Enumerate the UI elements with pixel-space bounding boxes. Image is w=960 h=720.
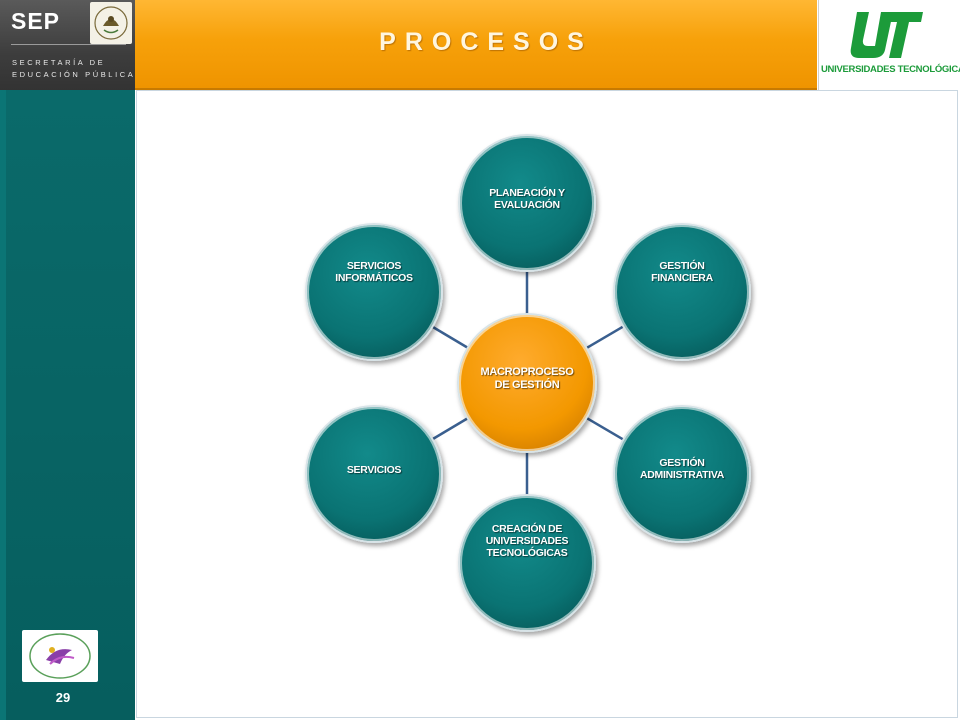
process-node-label: GESTIÓN ADMINISTRATIVA <box>639 457 725 481</box>
institution-badge-icon <box>22 630 98 682</box>
mexico-seal-icon <box>90 2 132 44</box>
title-bar: PROCESOS <box>135 0 817 90</box>
process-node-label: GESTIÓN FINANCIERA <box>651 260 713 284</box>
center-node-circle <box>457 313 597 453</box>
center-node-label: MACROPROCESO DE GESTIÓN <box>480 366 574 391</box>
page-title: PROCESOS <box>379 28 593 56</box>
sidebar-stripe <box>0 90 6 720</box>
left-sidebar: 29 <box>0 90 135 720</box>
content-frame: PLANEACIÓN Y EVALUACIÓN GESTIÓN FINANCIER… <box>136 90 958 718</box>
connector-line <box>585 324 625 350</box>
connector-line <box>585 416 625 442</box>
ut-logo-block: UNIVERSIDADES TECNOLÓGICAS <box>818 0 960 90</box>
process-node-circle <box>458 494 596 632</box>
process-node-circle <box>613 405 751 543</box>
process-node-circle <box>613 223 751 361</box>
process-node-label: SERVICIOS <box>346 464 402 476</box>
process-node-circle <box>305 405 443 543</box>
process-node-label: SERVICIOS INFORMÁTICOS <box>335 260 413 284</box>
sep-logo-text: SEP <box>11 8 61 34</box>
process-node-circle <box>458 134 596 272</box>
sep-subtitle-line2: EDUCACIÓN PÚBLICA <box>12 70 136 79</box>
sep-subtitle-line1: SECRETARÍA DE <box>12 58 106 67</box>
process-node-label: PLANEACIÓN Y EVALUACIÓN <box>489 187 565 211</box>
process-node-label: CREACIÓN DE UNIVERSIDADES TECNOLÓGICAS <box>485 523 569 559</box>
connector-line <box>430 325 470 350</box>
connector-line <box>430 416 470 441</box>
process-node-circle <box>305 223 443 361</box>
sep-divider <box>11 44 126 45</box>
ut-logo-icon <box>850 12 923 58</box>
sep-header-block: SEP SECRETARÍA DE EDUCACIÓN PÚBLICA <box>0 0 135 90</box>
page-number: 29 <box>55 690 71 705</box>
process-diagram <box>305 134 751 632</box>
ut-caption: UNIVERSIDADES TECNOLÓGICAS <box>821 64 960 75</box>
